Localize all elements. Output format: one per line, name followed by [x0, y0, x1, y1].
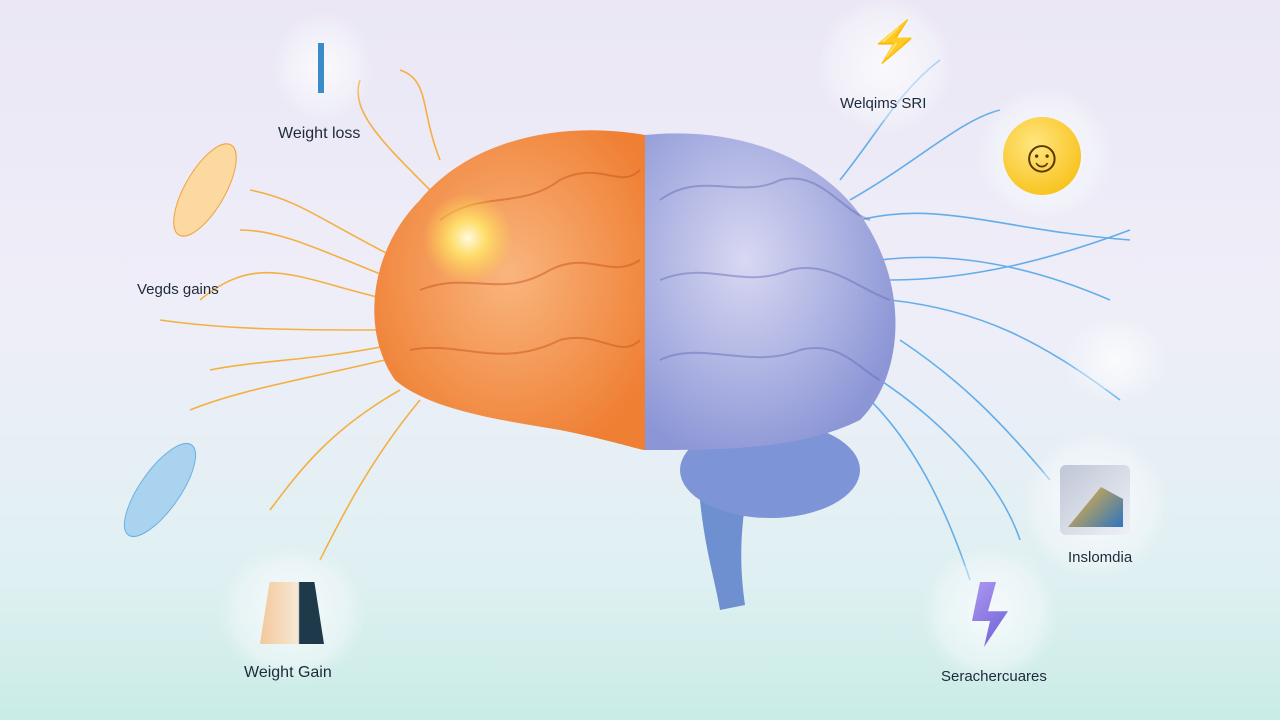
smiley-bubble: ☺ [990, 100, 1100, 210]
feather-blue-icon [123, 443, 197, 537]
chart-bubble [1035, 445, 1155, 565]
label-seracher: Serachercuares [941, 668, 1047, 685]
label-weight-gain: Weight Gain [244, 664, 332, 681]
chart-card-icon [1060, 465, 1130, 535]
label-weight-loss: Weight loss [278, 125, 361, 142]
label-insomnia: Inslomdia [1068, 549, 1133, 566]
purple-lightning-icon [972, 582, 1008, 647]
weight-bubble [232, 560, 352, 670]
weight-icon [260, 582, 324, 644]
right-hemisphere [645, 133, 896, 451]
label-weighs-sri: Welqims SRI [840, 95, 927, 112]
smiley-icon: ☺ [1003, 117, 1081, 195]
balance-icon-bubble [285, 25, 360, 110]
lightning-bubble: ⚡ [830, 10, 940, 120]
left-hemisphere [374, 130, 645, 450]
orange-nerve-lines [159, 69, 441, 561]
pills-icon [1075, 330, 1155, 390]
label-vegds-gains: Vegds gains [137, 281, 219, 298]
balance-icon [318, 43, 324, 93]
bolt-bubble [935, 560, 1045, 670]
brain-stem [700, 500, 745, 610]
lightning-icon: ⚡ [870, 20, 920, 64]
feather-orange-icon [173, 143, 237, 237]
spark-glow [423, 193, 513, 283]
